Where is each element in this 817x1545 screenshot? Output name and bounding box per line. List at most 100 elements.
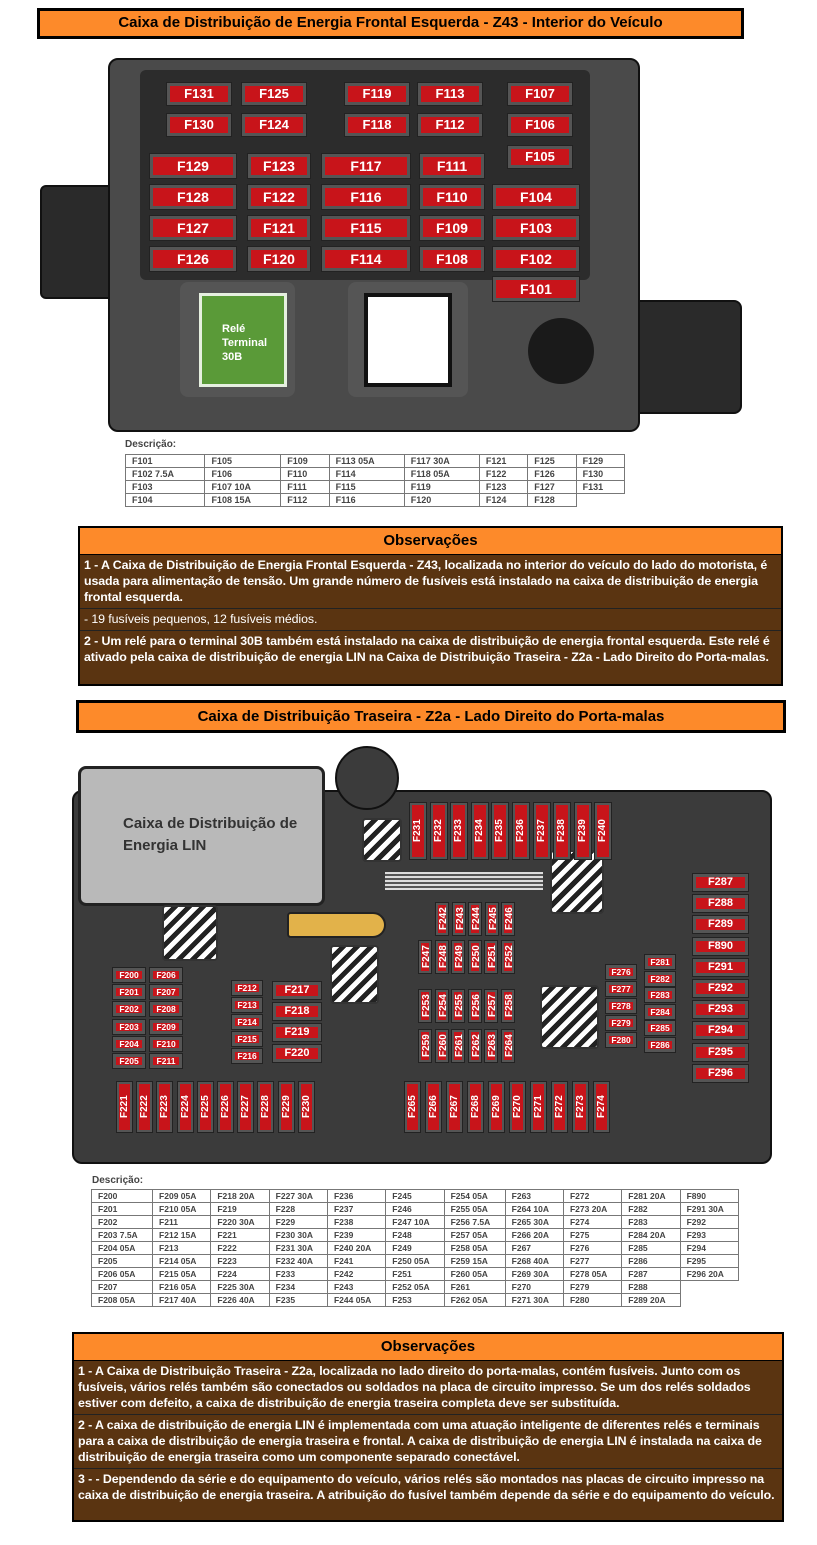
vent-grille bbox=[550, 850, 604, 914]
fuse: F112 bbox=[418, 114, 482, 136]
table-cell: F235 bbox=[268, 1293, 328, 1307]
table-cell: F282 bbox=[621, 1202, 681, 1216]
observations-2: Observações 1 - A Caixa de Distribuição … bbox=[72, 1332, 784, 1522]
table-cell: F200 bbox=[90, 1189, 154, 1203]
fuse: F107 bbox=[508, 83, 572, 105]
fuse: F257 bbox=[485, 990, 498, 1022]
table-cell: F242 bbox=[326, 1267, 387, 1281]
fuse: F285 bbox=[645, 1021, 675, 1035]
table-cell: F258 05A bbox=[443, 1241, 506, 1255]
mount-tab bbox=[335, 746, 399, 810]
table-cell: F245 bbox=[385, 1189, 445, 1203]
fuse: F244 bbox=[469, 903, 482, 935]
fuse: F242 bbox=[436, 903, 448, 935]
fuse: F114 bbox=[322, 247, 410, 271]
table-cell: F224 bbox=[210, 1267, 270, 1281]
fuse: F258 bbox=[502, 990, 514, 1022]
table-cell: F278 05A bbox=[562, 1267, 623, 1281]
fuse: F268 bbox=[468, 1082, 483, 1132]
table-cell: F283 bbox=[621, 1215, 681, 1229]
fuse: F272 bbox=[552, 1082, 567, 1132]
table-cell: F227 30A bbox=[268, 1189, 328, 1203]
table-cell: F236 bbox=[326, 1189, 387, 1203]
table-cell: F205 bbox=[90, 1254, 154, 1268]
fuse: F108 bbox=[420, 247, 484, 271]
fuse: F247 bbox=[419, 941, 431, 973]
table-cell: F284 20A bbox=[621, 1228, 681, 1242]
table-cell: F270 bbox=[504, 1280, 564, 1294]
fuse: F226 bbox=[218, 1082, 233, 1132]
table-cell: F217 40A bbox=[152, 1293, 212, 1307]
observation-item: 3 - - Dependendo da série e do equipamen… bbox=[78, 1472, 775, 1502]
table-cell: F231 30A bbox=[268, 1241, 328, 1255]
fuse: F253 bbox=[419, 990, 431, 1022]
observation-item: 2 - A caixa de distribuição de energia L… bbox=[74, 1415, 782, 1469]
fuse: F211 bbox=[150, 1054, 182, 1068]
table-cell: F255 05A bbox=[443, 1202, 506, 1216]
table-cell: F253 bbox=[385, 1293, 445, 1307]
fuse: F209 bbox=[150, 1019, 182, 1034]
table-cell: F286 bbox=[621, 1254, 681, 1268]
table-cell: F257 05A bbox=[443, 1228, 506, 1242]
fuse: F276 bbox=[606, 965, 636, 979]
fuse: F210 bbox=[150, 1036, 182, 1051]
fuse: F131 bbox=[167, 83, 231, 105]
fuse: F213 bbox=[232, 998, 262, 1012]
table-cell: F241 bbox=[326, 1254, 387, 1268]
table-cell: F203 7.5A bbox=[90, 1228, 154, 1242]
fuse: F118 bbox=[345, 114, 409, 136]
fuse: F220 bbox=[273, 1045, 321, 1062]
fuse: F111 bbox=[420, 154, 484, 178]
table-cell: F246 bbox=[385, 1202, 445, 1216]
fuse: F106 bbox=[508, 114, 572, 136]
vent-grille bbox=[162, 905, 218, 961]
table-cell: F262 05A bbox=[443, 1293, 506, 1307]
fuse: F125 bbox=[242, 83, 306, 105]
fuse: F113 bbox=[418, 83, 482, 105]
table-cell: F263 bbox=[504, 1189, 564, 1203]
table-cell: F249 bbox=[385, 1241, 445, 1255]
fuse: F204 bbox=[113, 1036, 145, 1051]
table-cell: F211 bbox=[152, 1215, 212, 1229]
lin-power-box: Caixa de Distribuição de Energia LIN bbox=[78, 766, 325, 906]
table-cell: F266 20A bbox=[504, 1228, 564, 1242]
table-cell: F251 bbox=[385, 1267, 445, 1281]
fuse: F249 bbox=[452, 941, 465, 973]
fuse: F234 bbox=[471, 803, 488, 859]
fuse: F212 bbox=[232, 981, 262, 995]
fuse: F218 bbox=[273, 1003, 321, 1020]
fuse: F208 bbox=[150, 1002, 182, 1017]
table-cell: F221 bbox=[210, 1228, 270, 1242]
table-cell: F202 bbox=[90, 1215, 154, 1229]
fuse: F127 bbox=[150, 216, 236, 240]
fuse: F264 bbox=[502, 1030, 514, 1062]
fuse: F252 bbox=[502, 941, 514, 973]
fuse: F103 bbox=[493, 216, 579, 240]
fuse: F116 bbox=[322, 185, 410, 209]
fuse: F246 bbox=[502, 903, 515, 935]
fuse: F251 bbox=[485, 941, 498, 973]
fuse: F280 bbox=[606, 1033, 636, 1047]
fuse: F124 bbox=[242, 114, 306, 136]
table-cell: F274 bbox=[562, 1215, 623, 1229]
table-cell: F232 40A bbox=[268, 1254, 328, 1268]
table-cell: F108 15A bbox=[204, 493, 282, 507]
observation-item: 1 - A Caixa de Distribuição de Energia F… bbox=[80, 555, 781, 609]
table-cell: F213 bbox=[152, 1241, 212, 1255]
fuse: F235 bbox=[492, 803, 509, 859]
table-cell: F265 30A bbox=[504, 1215, 564, 1229]
table-cell: F281 20A bbox=[621, 1189, 681, 1203]
table-cell: F271 30A bbox=[504, 1293, 564, 1307]
fuse: F288 bbox=[693, 895, 748, 913]
table-cell: F238 bbox=[326, 1215, 387, 1229]
fuse: F267 bbox=[447, 1082, 462, 1132]
fuse: F229 bbox=[278, 1082, 294, 1132]
table-cell: F276 bbox=[562, 1241, 623, 1255]
fuse-puller-tool bbox=[287, 912, 386, 938]
fuse: F231 bbox=[410, 803, 426, 859]
